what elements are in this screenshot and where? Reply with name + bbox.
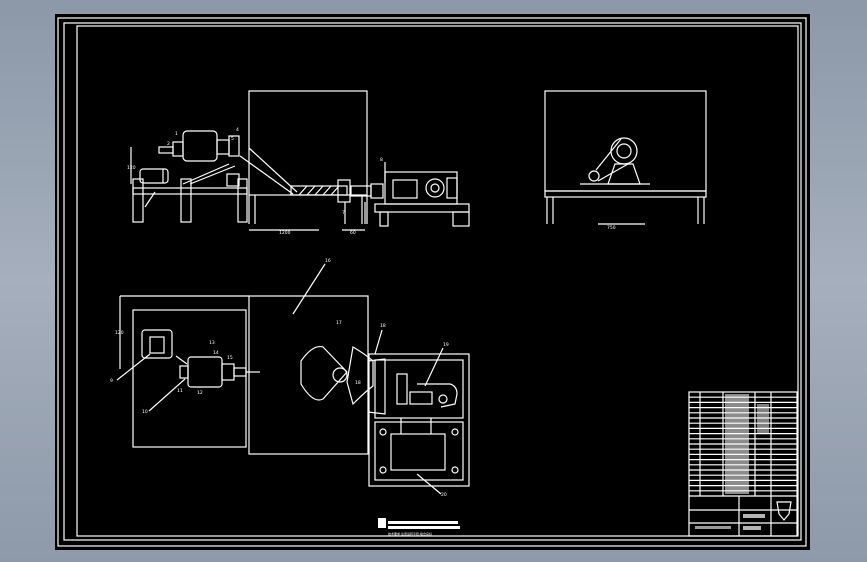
bearing [228, 135, 240, 157]
drawing-canvas: 120 1 2 4 5 7 [55, 14, 810, 550]
title-block [688, 391, 798, 537]
drawing-border [63, 22, 802, 541]
housing-top [248, 295, 369, 455]
dim-text: 120 [127, 165, 136, 171]
stand-leg [180, 178, 192, 223]
front-view: 120 1 2 4 5 7 [127, 90, 470, 236]
dim-text: 750 [607, 225, 616, 231]
stand-top [132, 187, 248, 195]
callout: 7 [342, 210, 345, 216]
technical-notes: 技术要求:注意运转平稳,啮合良好 [378, 518, 460, 536]
gearbox-top [187, 356, 223, 388]
callout: 16 [325, 258, 331, 264]
callout: 12 [197, 390, 203, 396]
dim-text: 60 [350, 230, 356, 236]
callout: 10 [142, 409, 148, 415]
coupling [216, 139, 230, 155]
motor [139, 168, 169, 184]
gearbox [182, 130, 218, 162]
callout: 14 [213, 350, 219, 356]
callout: 11 [177, 388, 183, 394]
callout: 19 [443, 342, 449, 348]
stand-leg [132, 178, 144, 223]
base-foot [452, 211, 470, 227]
sector-gear [300, 345, 348, 401]
mechanism-frame [368, 353, 470, 487]
shaft [158, 146, 174, 154]
callout: 18 [380, 323, 386, 329]
callout: 2 [167, 141, 170, 147]
dim-text: 120 [115, 330, 124, 336]
slider [396, 373, 408, 405]
callout: 17 [336, 320, 342, 326]
callout: 20 [441, 492, 447, 498]
coupling [337, 179, 351, 203]
side-view: 750 [544, 90, 707, 231]
housing [248, 90, 368, 196]
small-pulley [588, 170, 600, 182]
base-plate [374, 203, 470, 213]
callout: 13 [209, 340, 215, 346]
flywheel [425, 178, 445, 198]
callout: 9 [110, 378, 113, 384]
dim-text: 1200 [279, 230, 291, 236]
motor-frame [132, 309, 247, 448]
reducer-part [392, 179, 418, 199]
notes-text: 技术要求:注意运转平稳,啮合良好 [388, 531, 432, 536]
callout: 1 [175, 131, 178, 137]
coupling [172, 141, 184, 157]
callout: 5 [231, 136, 234, 142]
pulley [226, 173, 240, 187]
outer-frame [57, 17, 807, 547]
top-view: 120 9 10 11 12 13 14 15 16 17 18 18 [110, 258, 470, 498]
pedestal [607, 163, 641, 185]
callout: 18 [355, 380, 361, 386]
reducer-body [384, 171, 458, 205]
motor-top [141, 329, 173, 359]
base-foot [379, 211, 389, 227]
shaft-hatched [290, 185, 348, 196]
base-box [374, 421, 464, 481]
hub [332, 367, 348, 383]
side-housing [544, 90, 707, 192]
callout: 8 [380, 157, 383, 163]
logo-shield [776, 501, 792, 521]
bearing [370, 183, 384, 199]
gear-wheel [610, 137, 638, 165]
inner-border [76, 25, 799, 537]
cad-drawing: 120 1 2 4 5 7 [57, 17, 807, 547]
stand-leg [237, 178, 248, 223]
callout: 15 [227, 355, 233, 361]
callout: 4 [236, 127, 239, 133]
